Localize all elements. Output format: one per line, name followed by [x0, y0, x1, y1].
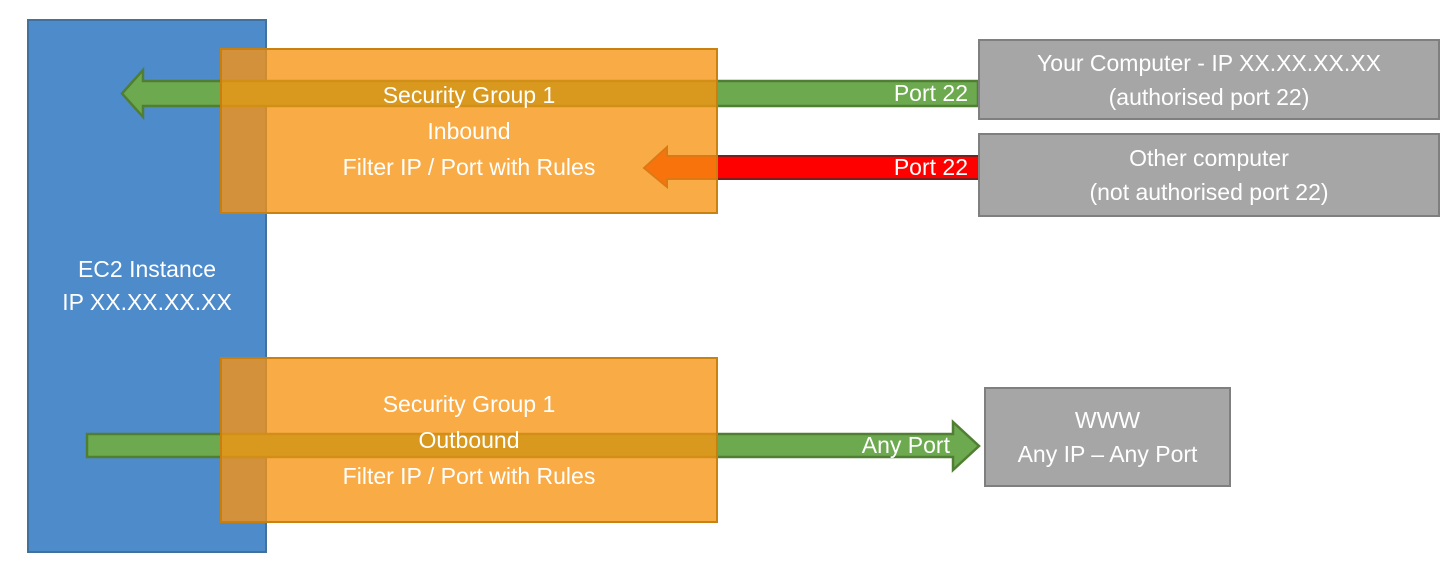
other-computer-subtitle: (not authorised port 22)	[1089, 179, 1329, 205]
ec2-instance-ip: IP XX.XX.XX.XX	[62, 289, 232, 315]
security-group-outbound-direction: Outbound	[418, 427, 520, 453]
security-group-inbound-description: Filter IP / Port with Rules	[342, 154, 596, 180]
www-box: WWW Any IP – Any Port	[984, 387, 1231, 487]
your-computer-subtitle: (authorised port 22)	[1108, 83, 1310, 110]
your-computer-title: Your Computer - IP XX.XX.XX.XX	[1037, 49, 1381, 76]
security-group-inbound-box: Security Group 1 Inbound Filter IP / Por…	[220, 48, 718, 214]
www-title: WWW	[1074, 407, 1141, 433]
your-computer-box: Your Computer - IP XX.XX.XX.XX (authoris…	[978, 39, 1440, 120]
security-group-outbound-description: Filter IP / Port with Rules	[342, 463, 596, 489]
other-computer-title: Other computer	[1129, 145, 1289, 171]
inbound-allowed-port-label: Port 22	[893, 80, 968, 106]
outbound-port-label: Any Port	[861, 432, 950, 458]
security-group-outbound-title: Security Group 1	[382, 391, 556, 417]
security-group-inbound-direction: Inbound	[427, 118, 511, 144]
security-group-outbound-box: Security Group 1 Outbound Filter IP / Po…	[220, 357, 718, 523]
ec2-instance-title: EC2 Instance	[77, 256, 217, 282]
www-subtitle: Any IP – Any Port	[1017, 441, 1198, 467]
security-group-inbound-title: Security Group 1	[382, 82, 556, 108]
inbound-blocked-port-label: Port 22	[893, 154, 968, 180]
other-computer-box: Other computer (not authorised port 22)	[978, 133, 1440, 217]
